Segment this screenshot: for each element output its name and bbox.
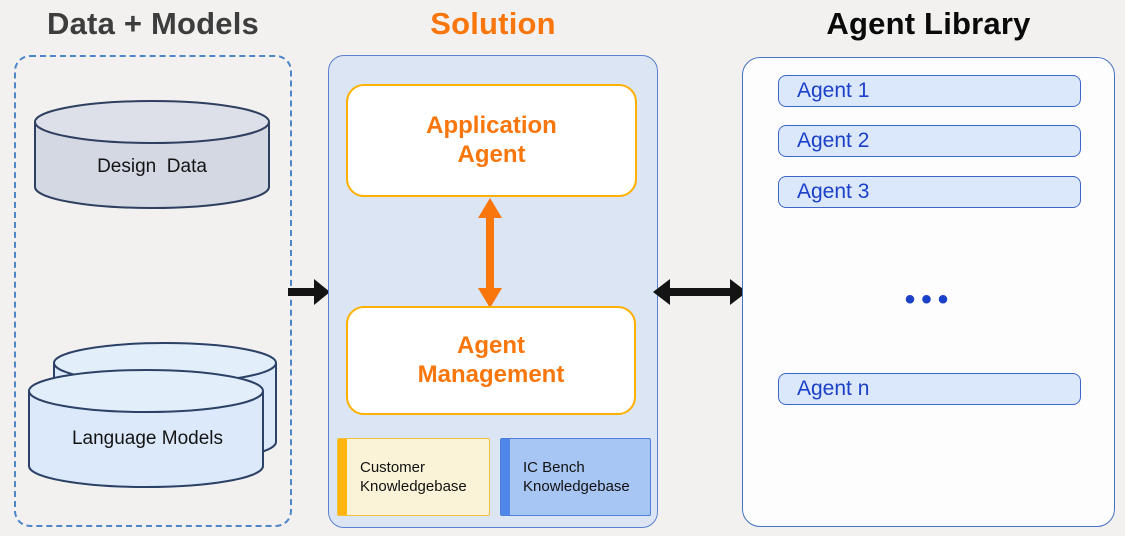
design-data-label: Design Data bbox=[97, 156, 207, 177]
data-models-title: Data + Models bbox=[47, 6, 259, 41]
agent-management-box: Agent Management bbox=[346, 306, 636, 415]
agent-library-title: Agent Library bbox=[826, 6, 1031, 41]
application-agent-box: Application Agent bbox=[346, 84, 637, 197]
bidirectional-arrow-icon bbox=[653, 279, 747, 305]
agent-n-item: Agent n bbox=[778, 373, 1081, 405]
agent-2-item: Agent 2 bbox=[778, 125, 1081, 157]
solution-title: Solution bbox=[430, 6, 556, 41]
agent-1-label: Agent 1 bbox=[797, 79, 870, 102]
customer-knowledgebase-chip: Customer Knowledgebase bbox=[337, 438, 490, 516]
language-models-cylinders-icon bbox=[28, 342, 277, 488]
vertical-bidirectional-arrow-icon bbox=[478, 198, 502, 308]
agent-1-item: Agent 1 bbox=[778, 75, 1081, 107]
customer-knowledgebase-accent-bar bbox=[338, 439, 347, 515]
agent-3-item: Agent 3 bbox=[778, 176, 1081, 208]
design-data-cylinder-icon bbox=[34, 100, 270, 209]
language-models-label: Language Models bbox=[71, 428, 224, 449]
icbench-knowledgebase-accent-bar bbox=[501, 439, 510, 515]
customer-knowledgebase-label: Customer Knowledgebase bbox=[360, 458, 467, 496]
agent-management-label: Agent Management bbox=[417, 331, 565, 388]
icbench-knowledgebase-label: IC Bench Knowledgebase bbox=[523, 458, 630, 496]
agent-3-label: Agent 3 bbox=[797, 180, 870, 203]
flow-arrow-right-icon bbox=[288, 279, 330, 305]
icbench-knowledgebase-chip: IC Bench Knowledgebase bbox=[500, 438, 651, 516]
application-agent-label: Application Agent bbox=[426, 111, 557, 168]
agent-n-label: Agent n bbox=[797, 377, 870, 400]
ellipsis-dots: ••• bbox=[904, 283, 955, 316]
agent-2-label: Agent 2 bbox=[797, 129, 870, 152]
